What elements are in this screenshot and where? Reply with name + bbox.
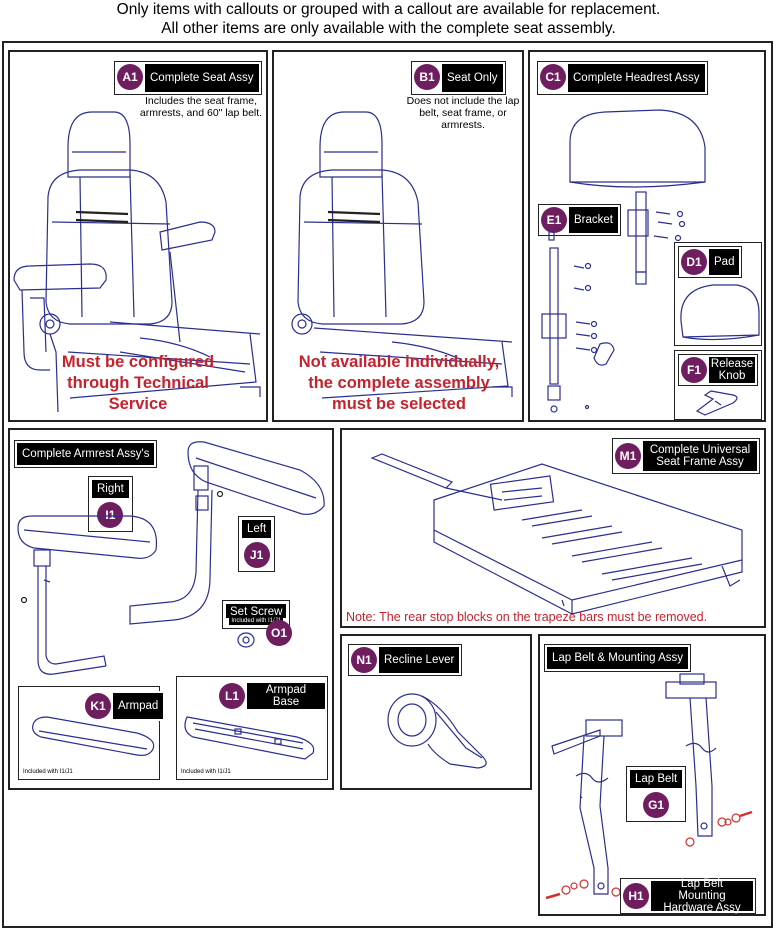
callout-h1[interactable]: H1 Lap Belt Mounting Hardware Assy [620, 878, 756, 914]
outer-frame [2, 41, 773, 928]
header: Only items with callouts or grouped with… [0, 0, 777, 38]
l1-note: Included with I1/J1 [181, 769, 231, 775]
bracket-drawing [541, 231, 615, 413]
panel-b1: B1 Seat Only Does not include the lap be… [272, 50, 524, 422]
lapbelt-title: Lap Belt & Mounting Assy [547, 647, 689, 669]
callout-l1[interactable]: L1 Armpad Base [217, 681, 327, 711]
b1-warning: Not available individually, the complete… [298, 353, 500, 413]
callout-a1-id: A1 [117, 64, 143, 90]
callout-o1-circle[interactable]: O1 [266, 620, 292, 646]
callout-d1-label: Pad [709, 249, 740, 275]
callout-a1-label: Complete Seat Assy [145, 64, 259, 92]
panel-f1: F1 Release Knob [674, 350, 762, 420]
callout-g1[interactable]: Lap Belt G1 [626, 766, 687, 822]
panel-n1: N1 Recline Lever [340, 634, 532, 790]
headrest-assembly-drawing [569, 109, 706, 285]
armrest-drawing [17, 441, 325, 675]
callout-m1[interactable]: M1 Complete Universal Seat Frame Assy [612, 438, 760, 474]
callout-n1[interactable]: N1 Recline Lever [348, 644, 463, 676]
seat-frame-drawing [370, 453, 743, 615]
panel-k1: K1 Armpad Included with I1/J1 [18, 686, 166, 780]
k1-note: Included with I1/J1 [23, 769, 73, 775]
panel-d1: D1 Pad [674, 242, 762, 346]
callout-j1[interactable]: Left J1 [238, 516, 276, 572]
callout-m1-label: Complete Universal Seat Frame Assy [643, 441, 757, 471]
callout-l1-id: L1 [219, 683, 245, 709]
callout-o1-label: Set Screw [226, 604, 287, 618]
callout-a1[interactable]: A1 Complete Seat Assy [114, 61, 262, 95]
callout-d1[interactable]: D1 Pad [678, 246, 743, 278]
callout-e1-label: Bracket [569, 207, 618, 233]
callout-d1-id: D1 [681, 249, 707, 275]
panel-m1: M1 Complete Universal Seat Frame Assy No… [340, 428, 766, 628]
header-line-2: All other items are only available with … [161, 20, 616, 37]
callout-f1-id: F1 [681, 357, 707, 383]
header-line-1: Only items with callouts or grouped with… [116, 1, 661, 18]
armpad-drawing [32, 716, 155, 756]
callout-i1[interactable]: Right I1 [88, 476, 133, 532]
callout-k1-label: Armpad [113, 693, 164, 719]
callout-l1-label: Armpad Base [247, 683, 325, 709]
callout-o1-id: O1 [266, 620, 292, 646]
callout-h1-label: Lap Belt Mounting Hardware Assy [651, 878, 753, 914]
seat-only-drawing [291, 111, 513, 399]
armpad-base-drawing [184, 716, 315, 760]
callout-b1[interactable]: B1 Seat Only [411, 61, 506, 95]
lapbelt-title-callout: Lap Belt & Mounting Assy [544, 644, 692, 672]
m1-note: Note: The rear stop blocks on the trapez… [346, 610, 708, 624]
callout-h1-id: H1 [623, 883, 649, 909]
panel-lapbelt: Lap Belt & Mounting Assy Lap Belt G1 H1 … [538, 634, 766, 916]
callout-j1-id: J1 [243, 542, 270, 568]
callout-g1-id: G1 [643, 792, 670, 818]
callout-f1[interactable]: F1 Release Knob [678, 354, 758, 386]
callout-e1[interactable]: E1 Bracket [538, 204, 621, 236]
armrest-title-callout: Complete Armrest Assy's [14, 440, 158, 468]
recline-lever-drawing [387, 693, 487, 769]
callout-c1-label: Complete Headrest Assy [568, 64, 705, 92]
callout-f1-label: Release Knob [709, 357, 755, 383]
callout-g1-label: Lap Belt [630, 770, 683, 788]
a1-warning: Must be configured through Technical Ser… [61, 353, 215, 413]
panel-c1: C1 Complete Headrest Assy E1 Bracket D1 … [528, 50, 766, 422]
complete-seat-drawing [13, 111, 261, 413]
callout-o1-sub: Included with I1/J1 [229, 618, 284, 625]
callout-n1-label: Recline Lever [379, 647, 460, 673]
callout-n1-id: N1 [351, 647, 377, 673]
panel-a1: A1 Complete Seat Assy Includes the seat … [8, 50, 268, 422]
callout-b1-id: B1 [414, 64, 440, 90]
panel-l1: L1 Armpad Base Included with I1/J1 [176, 676, 328, 780]
callout-e1-id: E1 [541, 207, 567, 233]
callout-b1-label: Seat Only [442, 64, 503, 92]
release-knob-drawing [695, 390, 738, 416]
callout-c1[interactable]: C1 Complete Headrest Assy [537, 61, 708, 95]
callout-o1[interactable]: Set Screw Included with I1/J1 [222, 600, 291, 629]
callout-k1[interactable]: K1 Armpad [83, 691, 166, 721]
callout-i1-label: Right [92, 480, 129, 498]
b1-description: Does not include the lap belt, seat fram… [406, 95, 520, 131]
armrest-title: Complete Armrest Assy's [17, 443, 155, 465]
a1-description: Includes the seat frame, armrests, and 6… [139, 95, 263, 119]
pad-drawing [680, 284, 760, 341]
callout-o1-labels: Set Screw Included with I1/J1 [226, 604, 287, 625]
callout-m1-id: M1 [615, 443, 641, 469]
panel-armrest: Complete Armrest Assy's Right I1 Left J1… [8, 428, 334, 790]
callout-j1-label: Left [242, 520, 272, 538]
callout-k1-id: K1 [85, 693, 111, 719]
callout-i1-id: I1 [97, 502, 124, 528]
callout-c1-id: C1 [540, 64, 566, 90]
